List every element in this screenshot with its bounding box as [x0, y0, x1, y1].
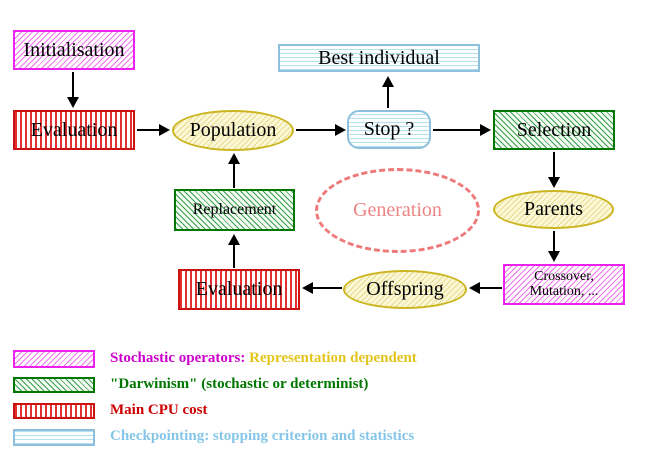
arrow-offspring-to-evaluation — [302, 282, 342, 294]
legend-stochastic-label: Stochastic operators: — [110, 350, 246, 366]
arrow-selection-to-parents — [548, 152, 560, 188]
crossover-line2: Mutation, ... — [529, 283, 599, 299]
legend-swatch-cpu-cost — [13, 403, 95, 419]
node-evaluation-top: Evaluation — [13, 110, 135, 150]
node-parents: Parents — [493, 190, 614, 229]
legend-label-stochastic-operators: Stochastic operators: Representation dep… — [110, 350, 417, 367]
arrow-population-to-stop — [296, 124, 346, 136]
legend-label-cpu-cost: Main CPU cost — [110, 402, 208, 418]
arrow-evaluation-to-replacement — [228, 234, 240, 268]
arrow-initialisation-to-evaluation — [67, 72, 79, 108]
arrow-evaluation-to-population — [137, 124, 170, 136]
arrow-parents-to-crossover — [548, 231, 560, 262]
legend-label-darwinism: "Darwinism" (stochastic or determinist) — [110, 376, 369, 392]
node-offspring: Offspring — [343, 270, 467, 309]
node-initialisation: Initialisation — [13, 30, 135, 70]
arrow-stop-to-selection — [433, 124, 491, 136]
legend-swatch-stochastic-operators — [13, 350, 95, 368]
legend-label-checkpointing: Checkpointing: stopping criterion and st… — [110, 428, 415, 444]
generation-cycle-ellipse: Generation — [315, 168, 480, 253]
crossover-line1: Crossover, — [534, 268, 594, 284]
arrow-crossover-to-offspring — [469, 282, 502, 294]
node-population: Population — [172, 110, 294, 151]
node-replacement: Replacement — [174, 189, 295, 231]
node-best-individual: Best individual — [278, 44, 480, 72]
node-stop: Stop ? — [347, 110, 431, 149]
arrow-stop-to-best-individual — [382, 76, 394, 108]
legend-swatch-checkpointing — [13, 429, 95, 446]
node-selection: Selection — [493, 110, 615, 150]
node-evaluation-bottom: Evaluation — [178, 269, 300, 310]
legend-representation-label: Representation dependent — [245, 350, 417, 366]
node-crossover-mutation: Crossover, Mutation, ... — [503, 264, 625, 305]
legend-swatch-darwinism — [13, 377, 95, 393]
arrow-replacement-to-population — [228, 153, 240, 188]
